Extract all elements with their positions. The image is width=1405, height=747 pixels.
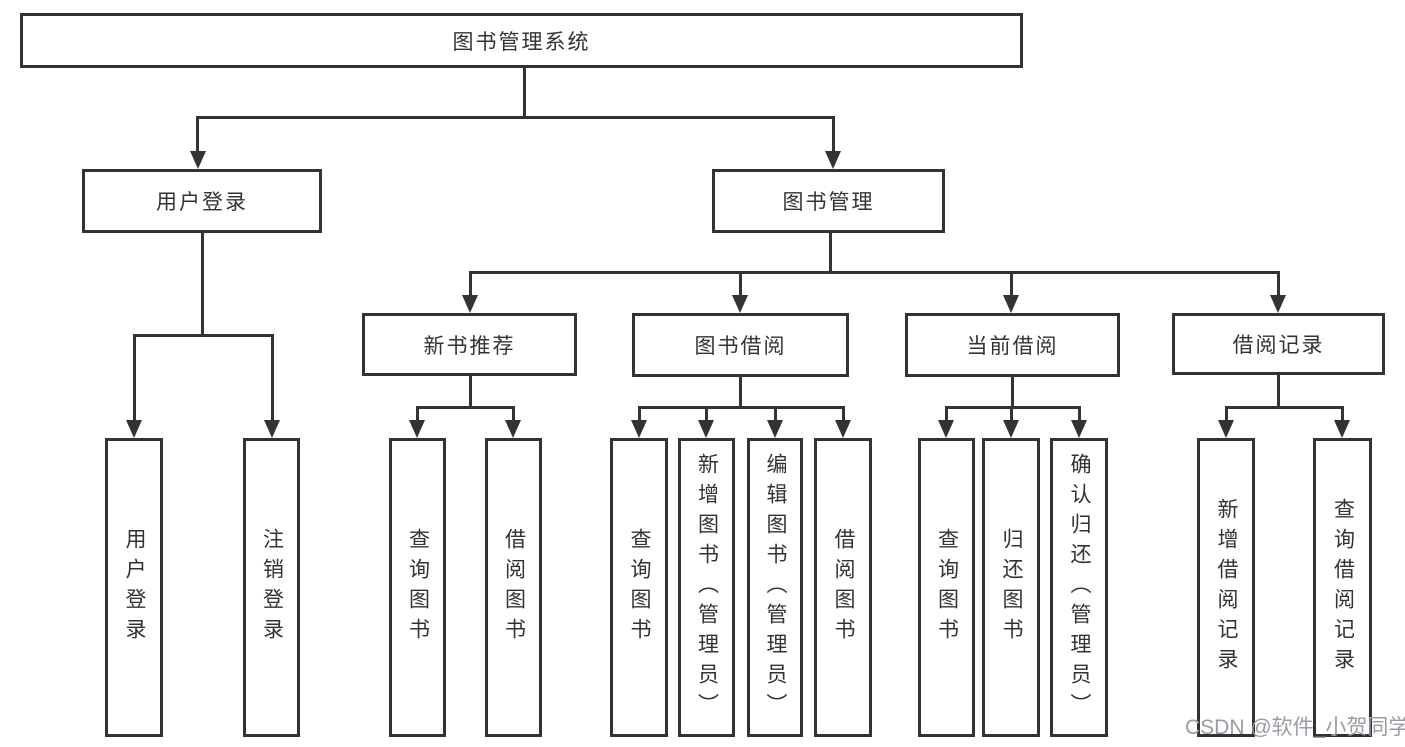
connector-drop-leaf [1010,406,1013,422]
leaf-br-add-record: 新增借阅记录 [1197,438,1255,737]
node-user-login: 用户登录 [82,169,322,233]
arrowhead-down-icon [126,420,142,438]
connector-drop-book-mgmt [832,116,835,153]
node-label: 查询图书 [406,527,430,648]
node-root: 图书管理系统 [20,13,1023,68]
connector-drop-leaf [1225,406,1228,422]
leaf-bb-edit-books: 编辑图书（管理员） [747,438,803,737]
connector-bookborrow-stem [739,377,742,409]
arrowhead-down-icon [732,295,748,313]
node-label: 查询图书 [935,527,959,648]
connector-borrowrecords-split [1225,406,1343,409]
node-current-borrow: 当前借阅 [905,313,1120,377]
arrowhead-down-icon [409,420,425,438]
arrowhead-down-icon [825,151,841,169]
connector-drop-leaf [416,406,419,422]
leaf-bb-query-books: 查询图书 [610,438,668,737]
connector-root-split [197,116,835,119]
connector-drop-leaf [1078,406,1081,422]
node-label: 新增借阅记录 [1215,497,1238,678]
connector-drop-leaf [133,334,136,422]
leaf-rec-query-books: 查询图书 [389,438,446,737]
node-label: 注销登录 [260,527,284,648]
arrowhead-down-icon [505,420,521,438]
node-label: 确认归还（管理员） [1068,452,1091,723]
leaf-rec-borrow-books: 借阅图书 [485,438,542,737]
leaf-logout: 注销登录 [243,438,300,737]
node-label: 当前借阅 [966,335,1059,358]
node-label: 图书借阅 [694,335,787,358]
connector-drop-leaf [945,406,948,422]
connector-drop-leaf [842,406,845,422]
node-label: 用户登录 [123,527,146,648]
node-borrow-records: 借阅记录 [1172,313,1385,375]
leaf-br-query-record: 查询借阅记录 [1313,438,1372,737]
node-label: 借阅图书 [832,527,855,648]
leaf-user-login: 用户登录 [105,438,163,737]
node-label: 查询借阅记录 [1331,497,1355,678]
leaf-cb-return-books: 归还图书 [982,438,1040,737]
arrowhead-down-icon [938,420,954,438]
leaf-cb-confirm-return: 确认归还（管理员） [1050,438,1108,737]
connector-newbookrec-split [416,406,515,409]
leaf-bb-borrow-books: 借阅图书 [814,438,872,737]
connector-borrowrecords-stem [1277,375,1280,409]
node-book-mgmt: 图书管理 [712,169,945,233]
connector-drop-borrowrecords [1277,271,1280,297]
leaf-cb-query-books: 查询图书 [918,438,975,737]
node-label: 借阅记录 [1232,334,1325,357]
node-book-borrow: 图书借阅 [632,313,849,377]
node-label: 用户登录 [156,191,248,214]
node-label: 编辑图书（管理员） [764,452,787,723]
arrowhead-down-icon [1003,420,1019,438]
node-new-book-rec: 新书推荐 [362,313,577,376]
leaf-bb-add-books: 新增图书（管理员） [678,438,735,737]
connector-userlogin-split [133,334,274,337]
connector-drop-currentborrow [1010,271,1013,297]
arrowhead-down-icon [190,151,206,169]
connector-bookmgmt-split [469,271,1280,274]
connector-userlogin-stem [201,233,204,337]
arrowhead-down-icon [1270,295,1286,313]
connector-root-stem [523,68,526,118]
connector-drop-user-login [196,116,199,153]
arrowhead-down-icon [698,420,714,438]
arrowhead-down-icon [264,420,280,438]
connector-drop-leaf [705,406,708,422]
arrowhead-down-icon [767,420,783,438]
csdn-watermark: CSDN @软件_小贺同学 [1185,716,1405,739]
connector-drop-newbookrec [469,271,472,297]
node-label: 查询图书 [628,527,651,648]
node-label: 图书管理系统 [452,30,591,54]
connector-bookmgmt-stem [829,233,832,274]
node-label: 图书管理 [782,191,875,214]
connector-bookborrow-split [638,406,845,409]
arrowhead-down-icon [1071,420,1087,438]
connector-currentborrow-stem [1011,377,1014,409]
node-label: 新书推荐 [423,334,516,358]
node-label: 借阅图书 [502,527,526,648]
arrowhead-down-icon [1003,295,1019,313]
node-label: 归还图书 [1000,527,1023,648]
connector-drop-leaf [1341,406,1344,422]
connector-drop-leaf [271,334,274,422]
arrowhead-down-icon [631,420,647,438]
connector-drop-leaf [774,406,777,422]
connector-drop-leaf [638,406,641,422]
connector-drop-leaf [512,406,515,422]
arrowhead-down-icon [835,420,851,438]
arrowhead-down-icon [1334,420,1350,438]
arrowhead-down-icon [1218,420,1234,438]
arrowhead-down-icon [462,295,478,313]
node-label: 新增图书（管理员） [695,452,719,723]
connector-drop-bookborrow [739,271,742,297]
connector-newbookrec-stem [469,376,472,409]
